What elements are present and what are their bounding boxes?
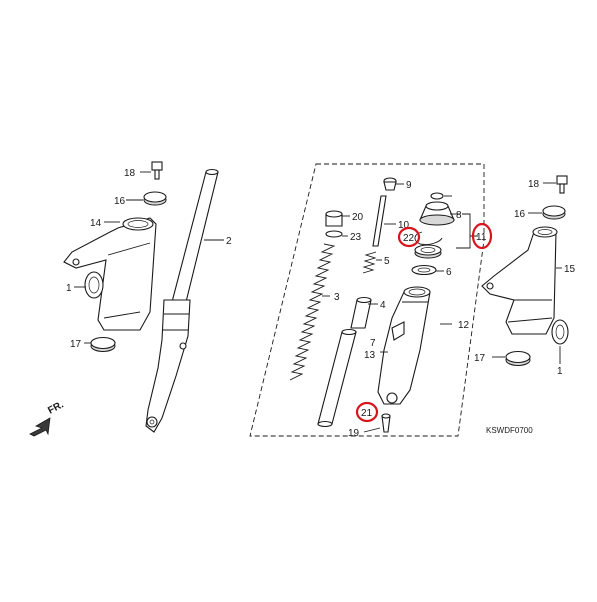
part-label-23: 23 bbox=[350, 232, 362, 243]
bolt-18-right bbox=[543, 175, 568, 194]
ring-9 bbox=[430, 192, 452, 200]
highlight-21 bbox=[355, 401, 379, 423]
rod-10 bbox=[372, 177, 404, 247]
part-label-21: 21 bbox=[361, 408, 373, 419]
inner-tube bbox=[317, 328, 357, 428]
center-parts bbox=[289, 177, 478, 433]
washer-6 bbox=[411, 264, 444, 276]
part-label-7: 7 bbox=[370, 338, 376, 349]
spring-5 bbox=[362, 251, 382, 274]
part-label-14: 14 bbox=[90, 218, 102, 229]
part-label-20: 20 bbox=[352, 212, 364, 223]
part-label-8: 8 bbox=[456, 210, 462, 221]
piston-4 bbox=[350, 296, 378, 329]
bolt-19 bbox=[363, 413, 391, 433]
left-fork-bracket-assembly bbox=[63, 161, 167, 352]
part-label-6: 6 bbox=[446, 267, 452, 278]
part-label-5: 5 bbox=[384, 256, 390, 267]
assembly-frame bbox=[249, 163, 485, 437]
front-direction-arrow: FR. bbox=[29, 399, 66, 437]
spring-3 bbox=[289, 243, 336, 381]
part-label-17-right: 17 bbox=[474, 353, 486, 364]
nut-17-left bbox=[84, 336, 116, 352]
part-label-15: 15 bbox=[564, 264, 576, 275]
part-label-22: 22 bbox=[403, 233, 415, 244]
nut-16-right bbox=[528, 205, 566, 220]
direction-label: FR. bbox=[46, 399, 66, 416]
part-label-17-left: 17 bbox=[70, 339, 82, 350]
part-label-10: 10 bbox=[398, 220, 410, 231]
highlight-11 bbox=[471, 222, 493, 250]
dust-seal-8 bbox=[419, 201, 460, 226]
part-label-18-right: 18 bbox=[528, 179, 540, 190]
part-label-3: 3 bbox=[334, 292, 340, 303]
diagram-code: KSWDF0700 bbox=[486, 426, 533, 435]
part-label-4: 4 bbox=[380, 300, 386, 311]
fork-tube-2 bbox=[145, 168, 224, 433]
part-label-1-left: 1 bbox=[66, 283, 72, 294]
nut-16-left bbox=[126, 191, 167, 206]
part-label-1-right: 1 bbox=[557, 366, 563, 377]
part-label-18-left: 18 bbox=[124, 168, 136, 179]
part-label-2: 2 bbox=[226, 236, 232, 247]
bolt-18-left bbox=[140, 161, 163, 180]
part-label-16-left: 16 bbox=[114, 196, 126, 207]
part-label-13: 13 bbox=[364, 350, 376, 361]
cap-1-right bbox=[551, 319, 569, 364]
part-label-16-right: 16 bbox=[514, 209, 526, 220]
part-label-12: 12 bbox=[458, 320, 470, 331]
part-label-11: 11 bbox=[476, 232, 487, 243]
nut-17-right bbox=[492, 350, 531, 366]
bracket-14-left bbox=[63, 217, 157, 331]
part-label-9: 9 bbox=[406, 180, 412, 191]
part-label-19: 19 bbox=[348, 428, 360, 439]
right-fork-bracket-assembly bbox=[481, 175, 569, 366]
o-ring-23 bbox=[325, 230, 348, 238]
stopper-ring bbox=[414, 231, 443, 245]
cap-1-left bbox=[74, 271, 104, 299]
highlight-22 bbox=[397, 226, 421, 248]
fork-slider-7 bbox=[377, 286, 431, 405]
bracket-15-right bbox=[481, 226, 562, 335]
oil-seal-22 bbox=[414, 244, 442, 259]
bolt-20 bbox=[325, 210, 350, 227]
